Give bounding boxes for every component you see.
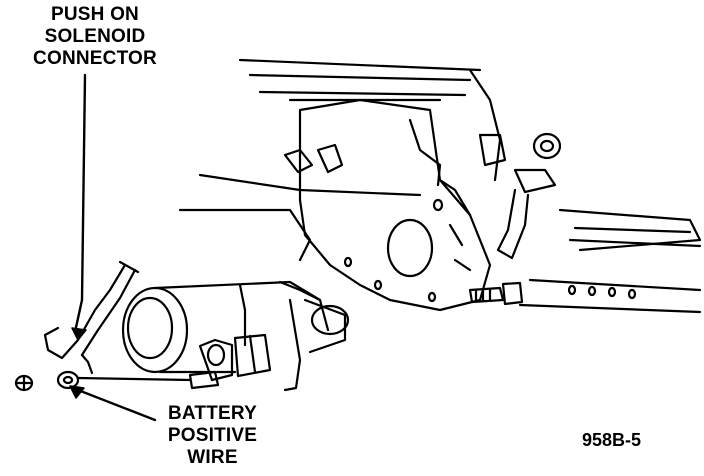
solenoid-leader-line [73,73,87,334]
solenoid-label-line-1: PUSH ON [51,4,139,25]
solenoid-label-line-2: SOLENOID [44,26,146,47]
mount-bolt-left [283,143,344,174]
starter-mounting-bolt [468,281,524,306]
battery-positive-wire-label: BATTERY POSITIVE WIRE [150,403,275,469]
solenoid-wire-harness [43,260,140,375]
solenoid-label-line-3: CONNECTOR [33,48,157,69]
battery-label-line-2: POSITIVE [167,425,258,446]
linkage-assembly [478,132,702,314]
battery-terminal [14,370,192,392]
engine-block-outline [178,58,502,262]
solenoid-connector-label: PUSH ON SOLENOID CONNECTOR [20,4,170,70]
battery-label-line-3: WIRE [187,447,238,468]
starter-motor [121,280,350,392]
battery-leader-line [76,388,157,422]
transmission-plate [298,98,492,312]
battery-label-line-1: BATTERY [167,403,257,424]
figure-number: 958B-5 [582,430,642,450]
